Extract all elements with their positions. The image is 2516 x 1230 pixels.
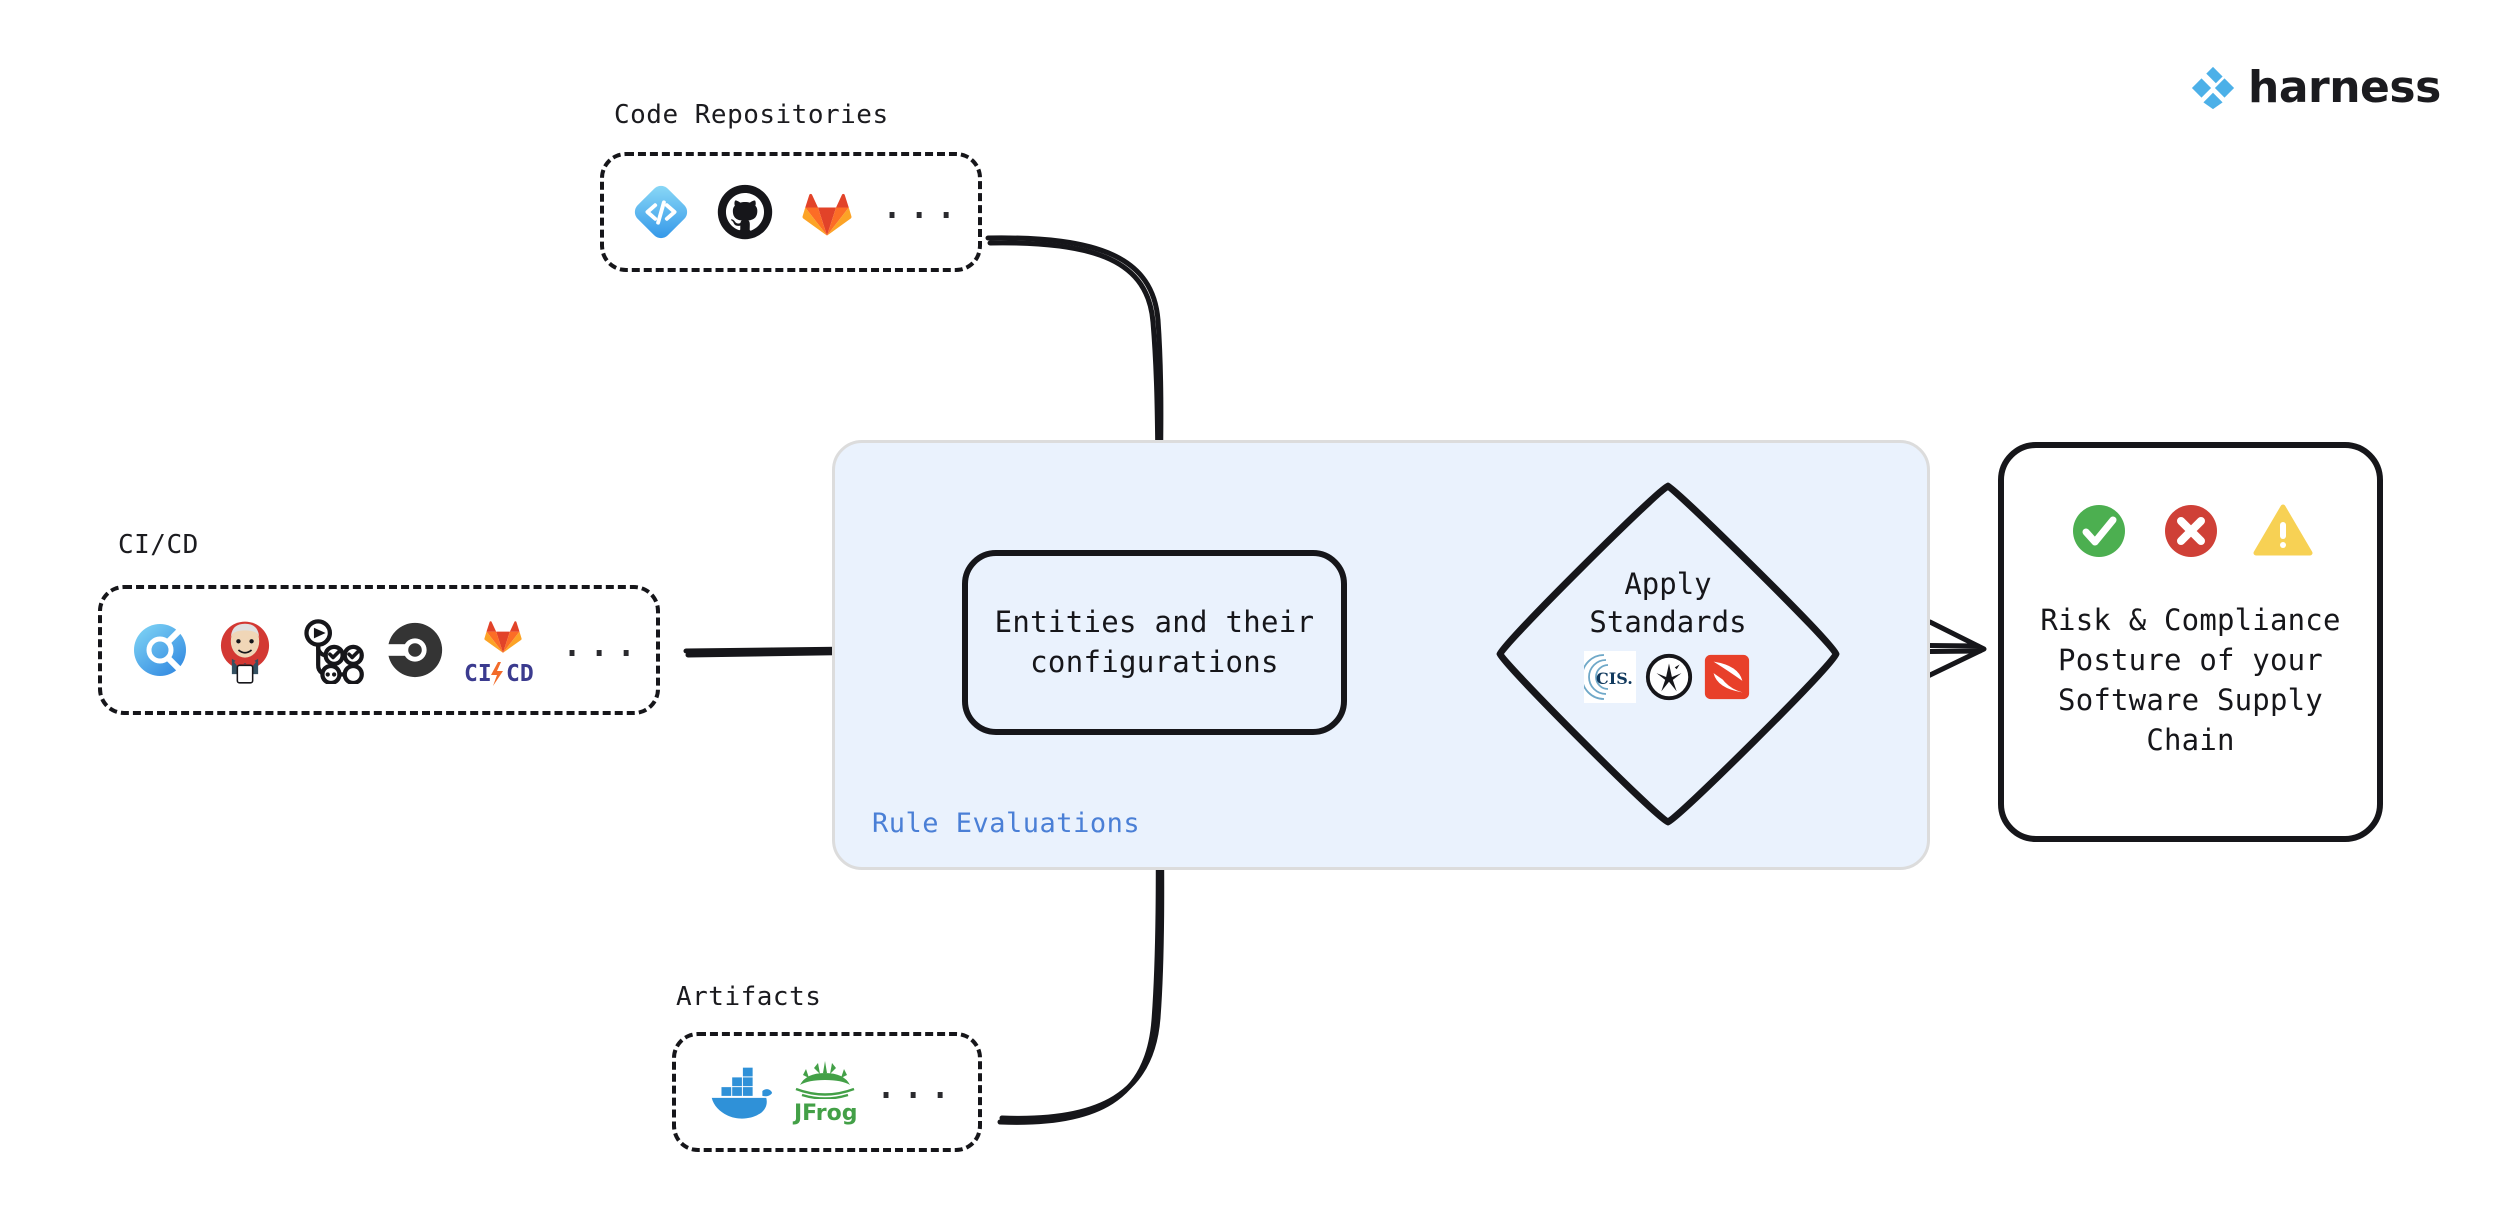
outcome-line-2: Posture of your xyxy=(2058,643,2323,678)
code-repositories-label: Code Repositories xyxy=(614,100,889,130)
outcome-line-1: Risk & Compliance xyxy=(2040,603,2341,637)
outcome-line-3: Software Supply xyxy=(2058,683,2323,718)
rule-evaluations-panel xyxy=(832,440,1930,870)
code-repositories-more: ... xyxy=(880,182,962,228)
diamond-shape xyxy=(1496,482,1840,826)
owasp-icon[interactable] xyxy=(1644,652,1694,702)
entities-line-1: Entities and their xyxy=(994,605,1315,640)
artifacts-group[interactable]: JFrog ... xyxy=(672,1032,982,1152)
entities-text: Entities and their configurations xyxy=(995,603,1315,681)
harness-code-icon[interactable] xyxy=(630,181,692,243)
harness-ci-icon[interactable] xyxy=(128,618,192,682)
apply-standards-content: Apply Standards CIS. xyxy=(1492,566,1844,704)
apply-standards-title: Apply Standards xyxy=(1589,566,1746,641)
jfrog-wordmark: JFrog xyxy=(792,1101,858,1125)
svg-text:CD: CD xyxy=(506,661,534,687)
entities-line-2: configurations xyxy=(1030,644,1279,679)
jfrog-splash-glyph xyxy=(795,1061,855,1099)
artifacts-more: ... xyxy=(874,1062,956,1108)
jenkins-icon[interactable] xyxy=(210,615,280,685)
artifacts-label: Artifacts xyxy=(676,982,822,1012)
gitlab-icon[interactable] xyxy=(798,183,856,241)
ci-cd-more: ... xyxy=(560,620,642,666)
code-repositories-group[interactable]: ... xyxy=(600,152,982,272)
rule-evaluations-caption: Rule Evaluations xyxy=(872,808,1141,839)
cis-icon[interactable]: CIS. xyxy=(1584,651,1636,704)
gitlab-cicd-icon[interactable]: CI CD xyxy=(464,613,542,687)
apply-standards-line-2: Standards xyxy=(1589,604,1747,639)
gitlab-cicd-text: CI CD xyxy=(464,661,534,687)
svg-text:CIS.: CIS. xyxy=(1596,669,1633,688)
success-check-icon xyxy=(2072,505,2125,557)
error-cross-icon xyxy=(2164,505,2217,557)
github-icon[interactable] xyxy=(716,183,774,241)
apply-standards-line-1: Apply xyxy=(1624,567,1712,601)
risk-compliance-outcome-node[interactable]: Risk & Compliance Posture of your Softwa… xyxy=(1998,442,2383,842)
svg-text:CI: CI xyxy=(464,661,492,687)
svg-text:JFrog: JFrog xyxy=(792,1101,858,1125)
apply-standards-node[interactable]: Apply Standards CIS. xyxy=(1492,478,1844,830)
standards-icon-row: CIS. xyxy=(1584,651,1752,704)
docker-icon[interactable] xyxy=(702,1061,776,1123)
jfrog-icon[interactable]: JFrog xyxy=(792,1059,858,1125)
csa-icon[interactable] xyxy=(1702,652,1752,702)
warning-triangle-icon xyxy=(2253,504,2312,556)
gitlab-cicd-glyph xyxy=(484,621,522,653)
harness-diamond-icon xyxy=(2191,66,2235,109)
outcome-text: Risk & Compliance Posture of your Softwa… xyxy=(2040,600,2340,760)
harness-logo: harness xyxy=(2190,62,2441,113)
circleci-icon[interactable] xyxy=(384,619,446,681)
ci-cd-label: CI/CD xyxy=(118,530,199,560)
ci-cd-group[interactable]: CI CD ... xyxy=(98,585,660,715)
status-icon-row xyxy=(2068,500,2314,562)
harness-wordmark: harness xyxy=(2248,62,2441,113)
outcome-line-4: Chain xyxy=(2146,723,2235,758)
entities-configurations-node[interactable]: Entities and their configurations xyxy=(962,550,1347,735)
github-actions-icon[interactable] xyxy=(298,616,366,684)
